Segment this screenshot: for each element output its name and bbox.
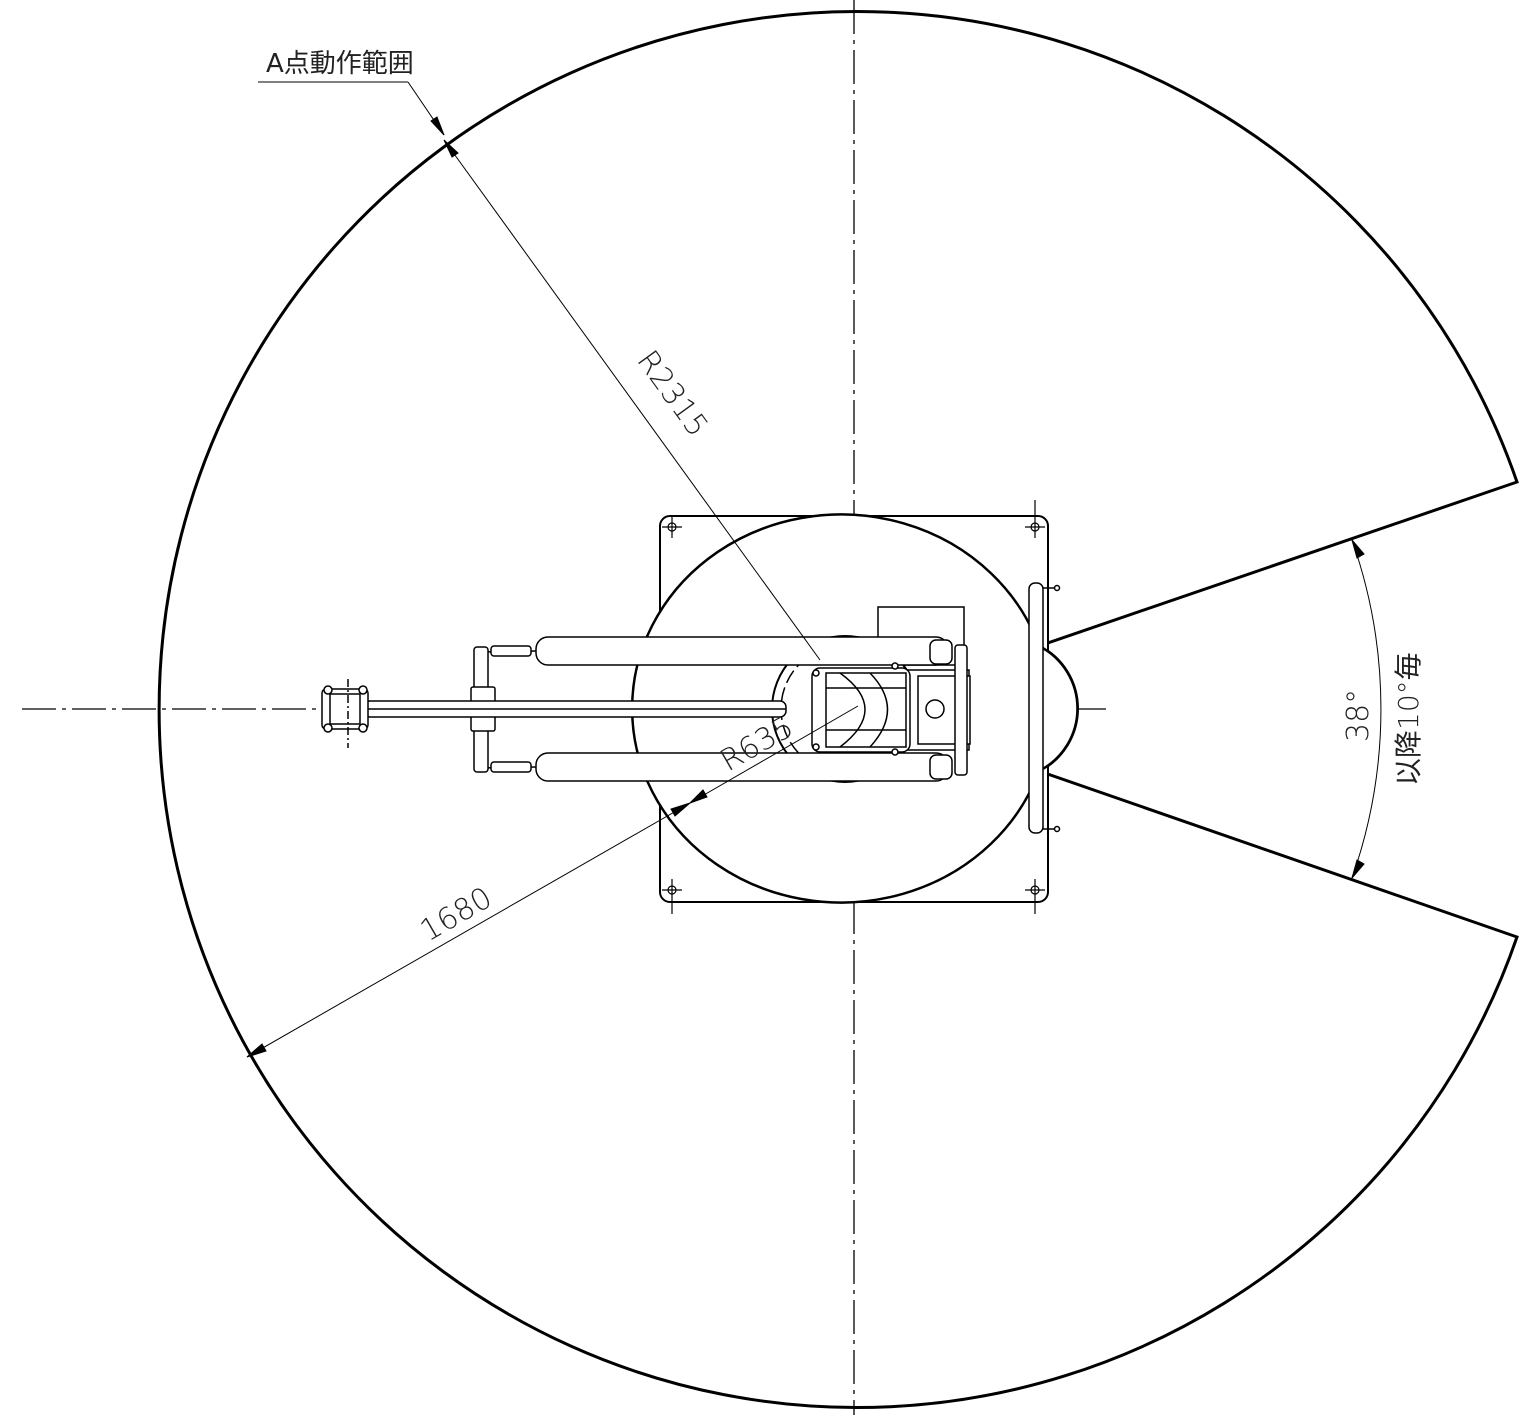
mounting-holes	[662, 500, 1045, 914]
step-note-label: 以降10°毎	[1392, 652, 1425, 786]
dimension-r2315	[443, 139, 821, 661]
dimension-angle	[1351, 539, 1382, 879]
dimension-angle-label: 38°	[1341, 689, 1376, 742]
dimension-1680	[246, 802, 691, 1058]
side-bracket	[1028, 582, 1061, 834]
dimension-r2315-label: R2315	[630, 344, 715, 443]
upper-cylinder	[535, 636, 949, 666]
robot-body	[321, 606, 971, 783]
end-effector	[321, 679, 369, 748]
dimension-1680-label: 1680	[415, 880, 499, 948]
dimension-r635	[689, 705, 859, 804]
range-leader	[258, 81, 445, 136]
range-leader-label: A点動作範囲	[266, 49, 414, 79]
outer-range-boundary	[157, 10, 1519, 1409]
